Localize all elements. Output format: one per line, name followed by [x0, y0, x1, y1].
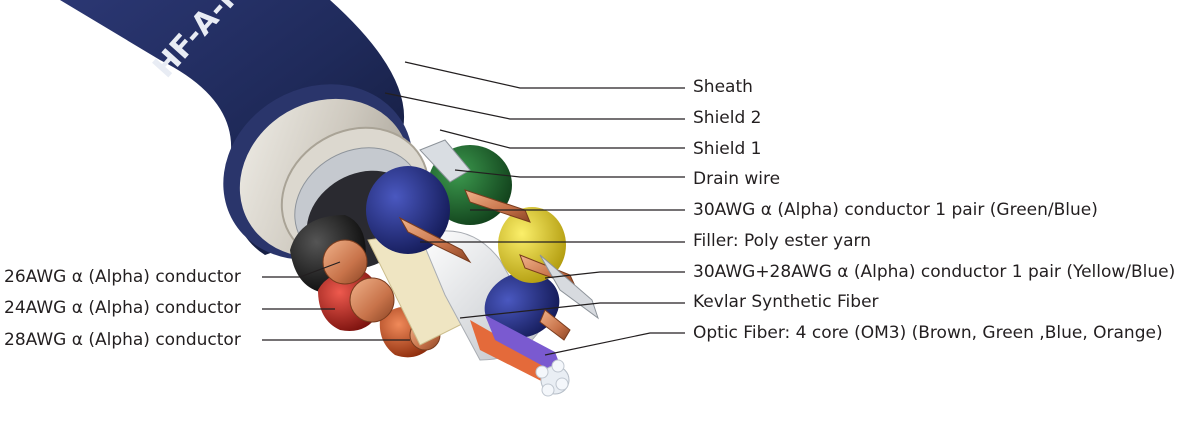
label-shield-1: Shield 1 — [693, 139, 762, 159]
leader-kevlar — [459, 302, 685, 319]
blue-conductor-insulation — [366, 166, 450, 254]
label-pair-green-blue: 30AWG α (Alpha) conductor 1 pair (Green/… — [693, 200, 1098, 220]
leader-pair-yellow-blue — [544, 271, 685, 279]
leader-sheath — [404, 61, 685, 89]
leader-awg26 — [262, 261, 341, 278]
label-26awg: 26AWG α (Alpha) conductor — [4, 267, 241, 287]
label-sheath: Sheath — [693, 77, 753, 97]
drain-wire — [419, 139, 471, 183]
leader-optic — [544, 332, 685, 356]
leader-lines — [262, 61, 685, 356]
label-28awg: 28AWG α (Alpha) conductor — [4, 330, 241, 350]
label-optic-fiber: Optic Fiber: 4 core (OM3) (Brown, Green … — [693, 323, 1163, 343]
optic-fiber-bundle — [470, 315, 570, 397]
copper-cores — [398, 189, 599, 341]
label-filler: Filler: Poly ester yarn — [693, 231, 872, 251]
leader-drain — [454, 169, 685, 178]
label-kevlar: Kevlar Synthetic Fiber — [693, 292, 879, 312]
leader-shield2 — [384, 92, 685, 120]
label-shield-2: Shield 2 — [693, 108, 762, 128]
leader-shield1 — [439, 129, 685, 149]
label-pair-yellow-blue: 30AWG+28AWG α (Alpha) conductor 1 pair (… — [693, 262, 1176, 282]
label-drain-wire: Drain wire — [693, 169, 781, 189]
label-24awg: 24AWG α (Alpha) conductor — [4, 298, 241, 318]
